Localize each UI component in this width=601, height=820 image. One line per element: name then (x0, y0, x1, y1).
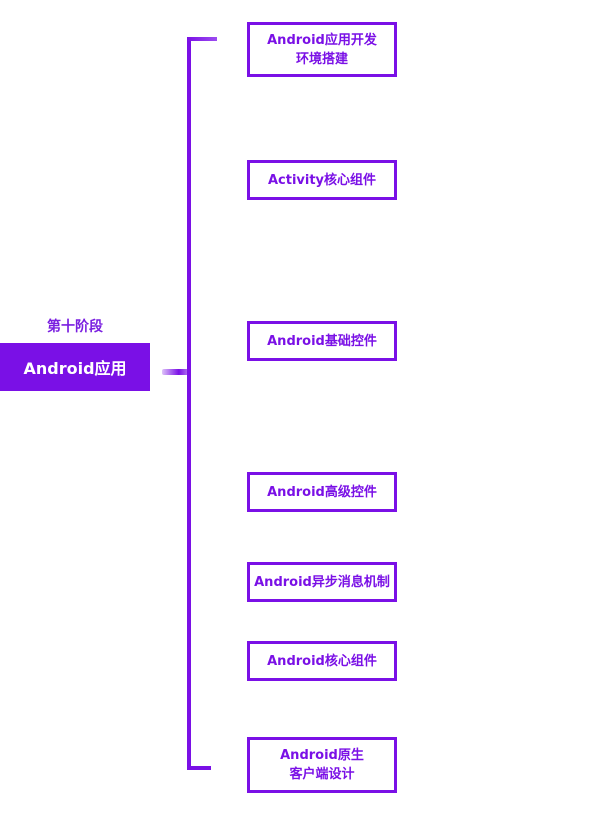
topic-node-native-client: Android原生 客户端设计 (247, 737, 397, 793)
topic-node-async-messaging: Android异步消息机制 (247, 562, 397, 602)
topic-node-line: Android高级控件 (267, 484, 377, 500)
topic-node-line: 客户端设计 (289, 767, 355, 782)
root-node-label: Android应用 (23, 359, 127, 378)
topic-node-line: Android原生 (280, 748, 364, 763)
topic-node-core-components: Android核心组件 (247, 641, 397, 681)
topic-node-advanced-controls: Android高级控件 (247, 472, 397, 512)
topic-node-line: Android核心组件 (267, 653, 377, 669)
topic-node-line: Android基础控件 (267, 333, 377, 349)
root-connector (162, 369, 190, 375)
stage-label: 第十阶段 (47, 319, 103, 335)
root-node: Android应用 (0, 343, 150, 391)
spine-bottom-tick (187, 766, 211, 770)
spine-top-tick (187, 37, 217, 41)
topic-node-line: Android应用开发 (267, 32, 377, 48)
tree-spine (187, 37, 191, 770)
topic-node-dev-environment: Android应用开发 环境搭建 (247, 22, 397, 77)
topic-node-line: 环境搭建 (295, 51, 348, 67)
topic-node-activity: Activity核心组件 (247, 160, 397, 200)
topic-node-line: Activity核心组件 (267, 172, 377, 188)
topic-node-line: Android异步消息机制 (254, 574, 390, 590)
topic-node-basic-controls: Android基础控件 (247, 321, 397, 361)
